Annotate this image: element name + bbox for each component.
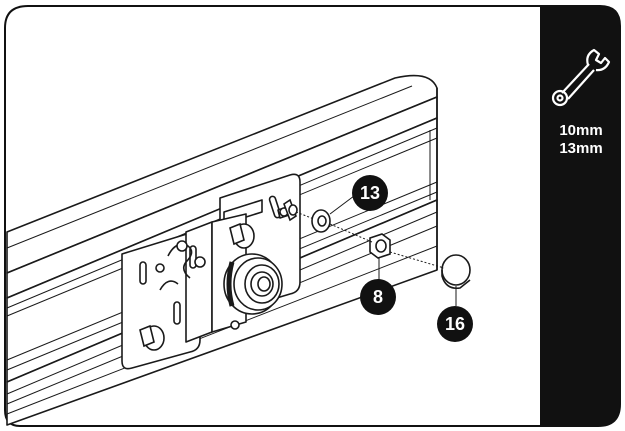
roller-wheel — [223, 253, 283, 315]
callout-16: 16 — [437, 306, 473, 342]
tool-size-13mm: 13mm — [559, 140, 603, 157]
assembly-guide-lines — [295, 211, 445, 269]
callout-13: 13 — [352, 175, 388, 211]
callout-8: 8 — [360, 279, 396, 315]
bracket-bolt — [139, 222, 255, 351]
callout-leaders — [329, 195, 457, 306]
wrench-icon — [551, 48, 611, 107]
nut — [369, 233, 391, 259]
tool-size-10mm: 10mm — [559, 122, 603, 139]
washer — [311, 209, 331, 233]
end-cap — [441, 254, 471, 290]
tool-sidebar — [540, 6, 620, 426]
stud — [283, 198, 298, 222]
